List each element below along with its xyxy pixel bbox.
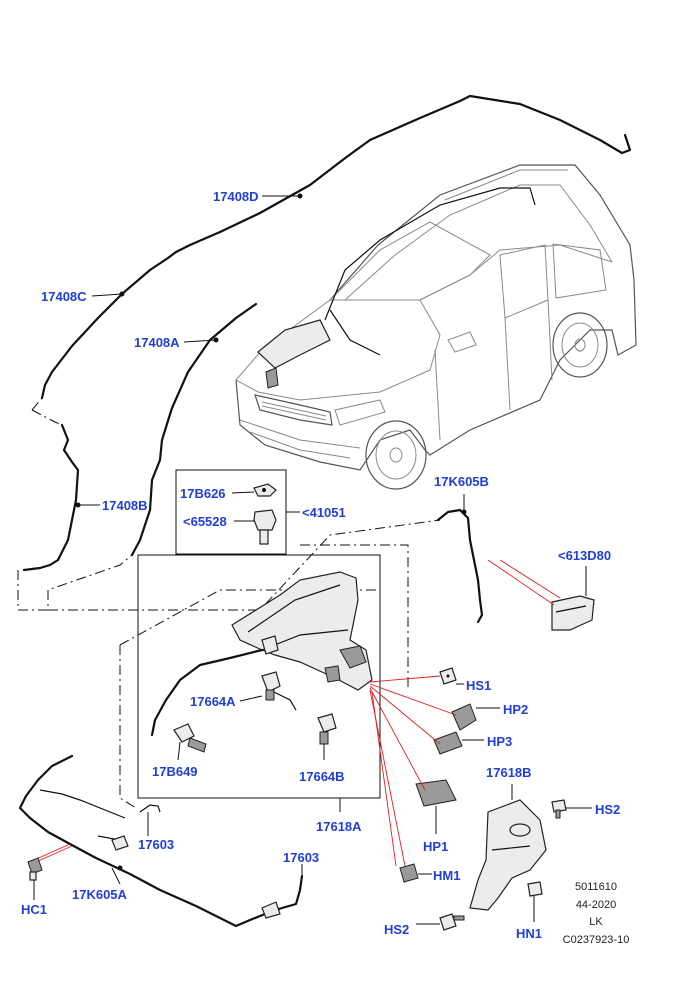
- label-HC1: HC1: [21, 902, 47, 917]
- label-17603-left: 17603: [138, 837, 174, 852]
- pump-65528-icon: [253, 509, 277, 545]
- label-17408C: 17408C: [41, 289, 87, 304]
- nozzle-17603-left-icon: [111, 835, 129, 851]
- hose-17K605A: [18, 754, 304, 928]
- sensor-17B649-icon: [173, 723, 207, 753]
- bracket-613D80-icon: [551, 595, 595, 631]
- label-17408A: 17408A: [134, 335, 180, 350]
- pump-17664A-icon: [261, 671, 281, 701]
- bolt-HS2-upper-icon: [551, 799, 567, 819]
- label-17K605B: 17K605B: [434, 474, 489, 489]
- hose-17664-feed: [150, 648, 264, 737]
- label-HS2-upper: HS2: [595, 802, 620, 817]
- label-HS2-lower: HS2: [384, 922, 409, 937]
- clip-HM1-icon: [399, 863, 419, 883]
- hose-17408D: [174, 94, 632, 254]
- washer-reservoir: [231, 571, 373, 691]
- reservoir-17618B-icon: [469, 799, 547, 911]
- clip-HS1-icon: [439, 667, 457, 685]
- nut-HN1-icon: [527, 881, 543, 897]
- label-HS1: HS1: [466, 678, 491, 693]
- label-17408B: 17408B: [102, 498, 148, 513]
- reference-line-1: 5011610: [575, 881, 617, 893]
- pad-HP1-icon: [415, 779, 457, 807]
- reference-line-2: 44-2020: [576, 899, 616, 911]
- clip-HC1-icon: [27, 857, 43, 881]
- label-17408D: 17408D: [213, 189, 259, 204]
- pad-HP2-icon: [451, 703, 477, 731]
- hose-17408B: [22, 423, 80, 572]
- label-HP3: HP3: [487, 734, 512, 749]
- label-HN1: HN1: [516, 926, 542, 941]
- label-17603-right: 17603: [283, 850, 319, 865]
- bolt-HS2-lower-icon: [439, 913, 465, 931]
- label-17664A: 17664A: [190, 694, 236, 709]
- hose-17408A: [130, 302, 258, 557]
- label-17618A: 17618A: [316, 819, 362, 834]
- hose-17408C: [40, 250, 178, 400]
- reference-line-3: LK: [589, 916, 603, 928]
- label-17618B: 17618B: [486, 765, 532, 780]
- label-HM1: HM1: [433, 868, 460, 883]
- label-17B626: 17B626: [180, 486, 226, 501]
- pad-HP3-icon: [433, 731, 463, 755]
- pump-17664B-icon: [317, 713, 337, 745]
- label-HP1: HP1: [423, 839, 448, 854]
- nozzle-17603-right-icon: [261, 901, 281, 919]
- hose-17K605B: [436, 508, 484, 624]
- label-41051: <41051: [302, 505, 346, 520]
- vehicle-outline: [235, 164, 637, 490]
- label-17B649: 17B649: [152, 764, 198, 779]
- label-HP2: HP2: [503, 702, 528, 717]
- reference-line-4: C0237923-10: [563, 934, 630, 946]
- label-65528: <65528: [183, 514, 227, 529]
- clip-17B626-icon: [253, 483, 277, 497]
- label-17664B: 17664B: [299, 769, 345, 784]
- label-17K605A: 17K605A: [72, 887, 128, 902]
- label-613D80: <613D80: [558, 548, 611, 563]
- red-leaders: [369, 675, 457, 867]
- box-17618A: [137, 554, 381, 799]
